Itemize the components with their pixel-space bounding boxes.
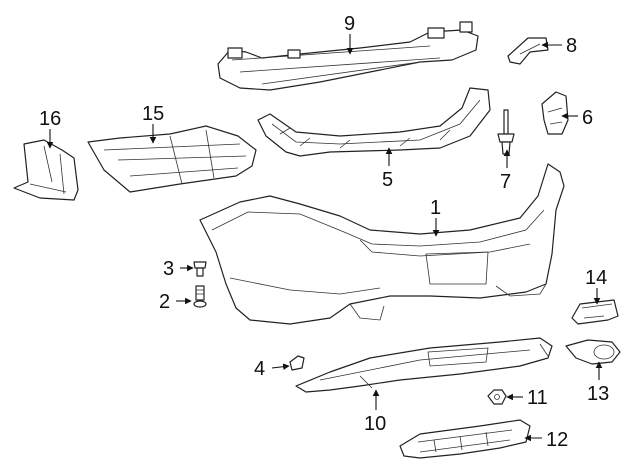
part-14-bracket [571,299,619,325]
part-15-splash-shield [87,125,257,193]
part-5-absorber [257,87,491,157]
callout-16: 16 [39,108,61,130]
leader-lines [46,34,603,442]
part-11-nut [487,389,507,405]
callout-13: 13 [587,383,609,405]
part-6-bracket [541,91,569,135]
callout-6: 6 [582,107,593,129]
callout-3: 3 [163,258,174,280]
part-7-push-pin [497,109,515,155]
callout-5: 5 [382,169,393,191]
part-13-lamp-housing [565,339,621,365]
callout-4: 4 [254,358,265,380]
part-10-lower-valance [295,337,553,393]
callout-11: 11 [527,387,548,409]
part-4-clip [289,355,305,371]
callout-2: 2 [159,291,170,313]
callout-12: 12 [546,429,568,451]
callout-labels: 9 8 6 15 16 5 7 1 3 2 14 13 4 10 11 12 [39,13,609,451]
callout-9: 9 [344,13,355,35]
part-3-screw [193,261,207,277]
part-1-bumper-cover [199,163,565,325]
callout-1: 1 [430,197,441,219]
callout-14: 14 [585,267,607,289]
callout-15: 15 [142,103,164,125]
part-9-reinforcement-bar [217,21,479,91]
callout-7: 7 [500,171,511,193]
callout-8: 8 [566,35,577,57]
part-16-side-bracket [13,139,79,201]
part-12-bracket-rail [399,419,531,459]
part-8-bracket [507,37,549,65]
callout-10: 10 [364,413,386,435]
part-2-bolt [193,285,207,308]
